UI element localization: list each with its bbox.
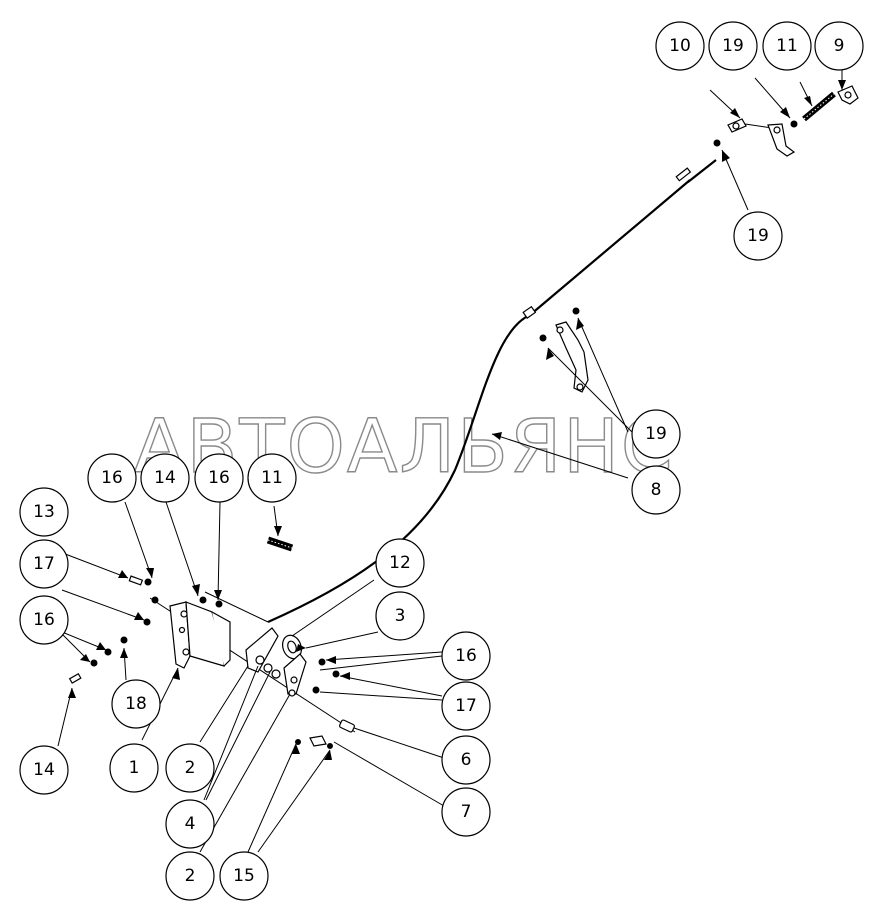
callout-label: 17 — [455, 696, 477, 716]
callout-c4: 4 — [165, 799, 215, 849]
callout-c10: 10 — [655, 21, 705, 71]
callout-label: 8 — [651, 480, 662, 500]
callout-c2b: 2 — [165, 851, 215, 901]
callout-label: 14 — [154, 468, 176, 488]
callout-label: 16 — [33, 610, 55, 630]
callout-c17b: 17 — [441, 681, 491, 731]
callout-label: 6 — [461, 750, 472, 770]
callout-label: 11 — [776, 36, 798, 56]
callout-label: 10 — [669, 36, 691, 56]
callout-label: 9 — [834, 36, 845, 56]
callout-label: 7 — [461, 802, 472, 822]
callout-c12: 12 — [375, 538, 425, 588]
callout-label: 19 — [645, 424, 667, 444]
callout-label: 19 — [747, 226, 769, 246]
upper-linkage — [713, 85, 859, 157]
callout-label: 2 — [185, 866, 196, 886]
callout-c19b: 19 — [733, 211, 783, 261]
callout-c16a: 16 — [87, 453, 137, 503]
arrowheads — [68, 80, 846, 760]
callout-c18: 18 — [111, 679, 161, 729]
callout-c15: 15 — [219, 851, 269, 901]
callout-c11a: 11 — [762, 21, 812, 71]
leader-lines — [57, 70, 843, 853]
callout-label: 14 — [33, 760, 55, 780]
callout-c19c: 19 — [631, 409, 681, 459]
callout-label: 16 — [101, 468, 123, 488]
callout-label: 11 — [261, 468, 283, 488]
callout-label: 16 — [455, 646, 477, 666]
callout-c16d: 16 — [441, 631, 491, 681]
callout-label: 3 — [395, 606, 406, 626]
callout-label: 2 — [185, 758, 196, 778]
callout-c7: 7 — [441, 787, 491, 837]
callout-c17a: 17 — [19, 539, 69, 589]
callout-c3: 3 — [375, 591, 425, 641]
cable-assembly — [267, 159, 717, 624]
callout-label: 18 — [125, 694, 147, 714]
callout-c14a: 14 — [140, 453, 190, 503]
callout-c1: 1 — [109, 743, 159, 793]
middle-bracket — [539, 307, 589, 393]
callout-c11b: 11 — [247, 453, 297, 503]
callout-c2a: 2 — [165, 743, 215, 793]
callout-c16b: 16 — [194, 453, 244, 503]
callout-label: 1 — [129, 758, 140, 778]
callout-c14b: 14 — [19, 745, 69, 795]
callout-c8: 8 — [631, 465, 681, 515]
callout-label: 13 — [33, 502, 55, 522]
callout-c13: 13 — [19, 487, 69, 537]
callout-c6: 6 — [441, 735, 491, 785]
callout-c19a: 19 — [708, 21, 758, 71]
callout-label: 17 — [33, 554, 55, 574]
callout-c9: 9 — [814, 21, 864, 71]
callout-label: 19 — [722, 36, 744, 56]
callout-label: 12 — [389, 553, 411, 573]
callout-label: 15 — [233, 866, 255, 886]
callout-label: 16 — [208, 468, 230, 488]
lower-assembly — [68, 536, 356, 749]
callout-label: 4 — [185, 814, 196, 834]
callout-c16c: 16 — [19, 595, 69, 645]
